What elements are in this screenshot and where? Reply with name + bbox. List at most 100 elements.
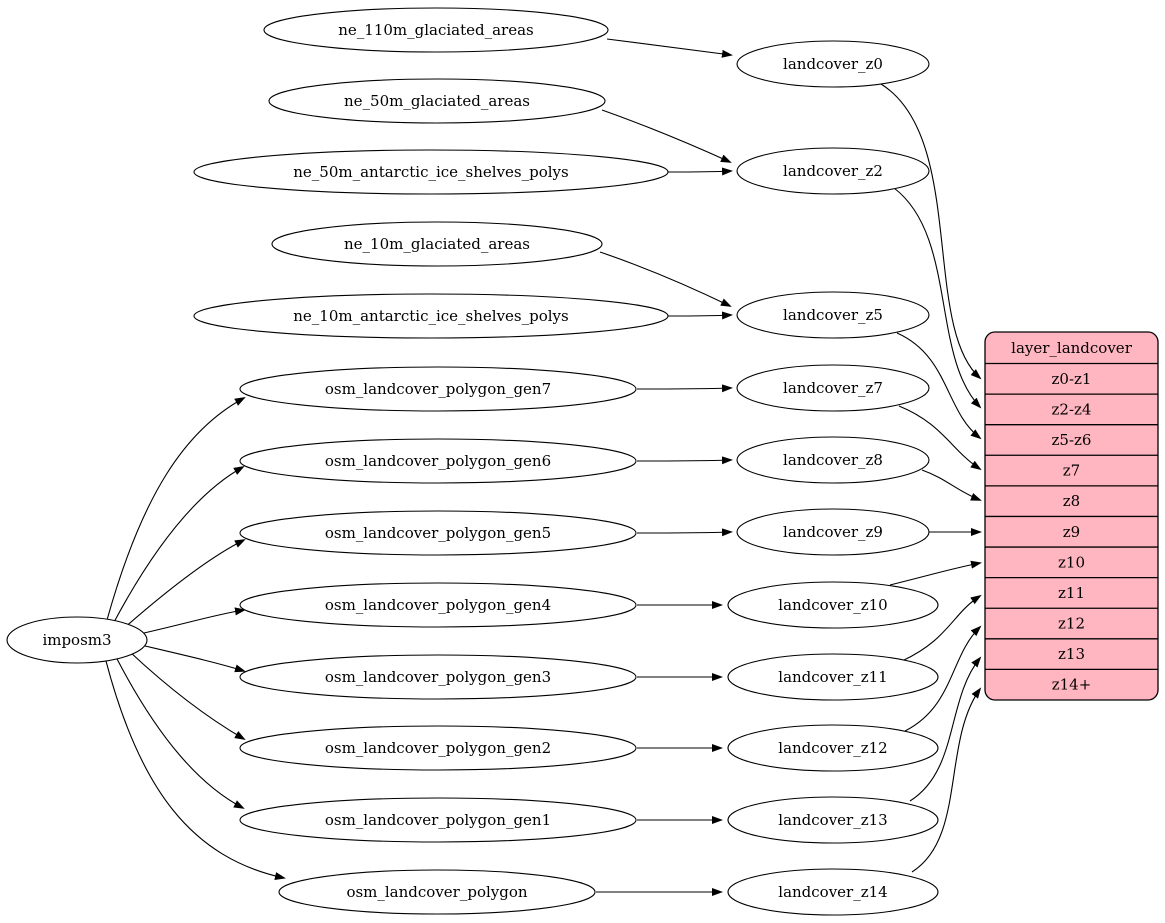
edge-landcover_z2-to-row-z2-z4 [893, 187, 982, 409]
table-row-z7: z7 [1063, 462, 1080, 480]
node-landcover_z7-label: landcover_z7 [783, 379, 883, 397]
node-landcover_z9-label: landcover_z9 [783, 523, 883, 541]
edge-landcover_z14-to-row-z14 [911, 687, 982, 873]
node-landcover_z5-ellipse [736, 291, 930, 339]
edge-landcover_z7-to-row-z7 [898, 405, 982, 471]
node-osm_landcover_polygon_gen5: osm_landcover_polygon_gen5 [239, 510, 637, 556]
node-landcover_z2-label: landcover_z2 [783, 162, 883, 180]
table-row-z5-z6: z5-z6 [1052, 431, 1092, 449]
edge-imposm3-to-osm_landcover_polygon_gen5 [122, 539, 246, 630]
table-title: layer_landcover [1011, 339, 1133, 357]
edge-osm_landcover_polygon_gen5-to-landcover_z9 [636, 528, 733, 537]
table-row-z12: z12 [1058, 615, 1085, 633]
edge-imposm3-to-osm_landcover_polygon_gen3 [144, 645, 246, 673]
edge-ne_110m_glaciated_areas-to-landcover_z0 [606, 38, 733, 58]
table-row-z10: z10 [1058, 553, 1085, 571]
nodes-layer: imposm3 ne_110m_glaciated_areas ne_50m_gla… [6, 7, 939, 916]
node-osm_landcover_polygon_gen1: osm_landcover_polygon_gen1 [239, 797, 637, 843]
edge-imposm3-to-osm_landcover_polygon_gen7 [106, 397, 246, 621]
edge-landcover_z5-to-row-z5-z6 [896, 332, 982, 440]
node-landcover_z9: landcover_z9 [736, 508, 930, 556]
table-row-z11: z11 [1058, 584, 1085, 602]
node-landcover_z10: landcover_z10 [727, 581, 939, 629]
node-ne_10m_glaciated_areas-ellipse [271, 221, 603, 267]
table-row-z9: z9 [1063, 523, 1080, 541]
node-osm_landcover_polygon_gen6-ellipse [239, 438, 637, 484]
node-ne_50m_antarctic_ice_shelves_polys-label: ne_50m_antarctic_ice_shelves_polys [293, 163, 568, 181]
node-ne_10m_antarctic_ice_shelves_polys: ne_10m_antarctic_ice_shelves_polys [193, 293, 669, 339]
node-landcover_z12-ellipse [727, 724, 939, 772]
node-ne_50m_glaciated_areas-ellipse [268, 78, 606, 124]
node-ne_50m_glaciated_areas: ne_50m_glaciated_areas [268, 78, 606, 124]
edge-imposm3-to-osm_landcover_polygon [105, 660, 286, 880]
node-landcover_z12-label: landcover_z12 [778, 739, 887, 757]
node-osm_landcover_polygon_gen7-label: osm_landcover_polygon_gen7 [325, 380, 551, 398]
table-row-z13: z13 [1058, 645, 1085, 663]
node-ne_10m_glaciated_areas-label: ne_10m_glaciated_areas [344, 235, 530, 253]
node-osm_landcover_polygon_gen1-label: osm_landcover_polygon_gen1 [325, 811, 551, 829]
edge-imposm3-to-osm_landcover_polygon_gen1 [115, 656, 245, 809]
edge-imposm3-to-osm_landcover_polygon_gen4 [143, 607, 246, 634]
node-landcover_z13-label: landcover_z13 [778, 811, 887, 829]
edge-ne_10m_glaciated_areas-to-landcover_z5 [599, 251, 732, 307]
edge-landcover_z10-to-row-z10 [889, 560, 982, 586]
edge-ne_50m_antarctic_ice_shelves_polys-to-landcover_z2 [667, 167, 733, 176]
node-osm_landcover_polygon_gen4: osm_landcover_polygon_gen4 [239, 582, 637, 628]
node-landcover_z10-label: landcover_z10 [778, 596, 887, 614]
node-ne_110m_glaciated_areas: ne_110m_glaciated_areas [263, 7, 609, 53]
node-landcover_z11: landcover_z11 [727, 653, 939, 701]
node-landcover_z0-ellipse [736, 40, 930, 88]
node-osm_landcover_polygon_gen4-label: osm_landcover_polygon_gen4 [325, 596, 551, 614]
node-landcover_z14: landcover_z14 [727, 868, 939, 916]
edge-landcover_z0-to-row-z0-z1 [880, 83, 982, 380]
edges-layer [105, 38, 982, 896]
node-osm_landcover_polygon_gen7-ellipse [239, 366, 637, 412]
node-landcover_z10-ellipse [727, 581, 939, 629]
node-ne_10m_antarctic_ice_shelves_polys-label: ne_10m_antarctic_ice_shelves_polys [293, 307, 568, 325]
node-osm_landcover_polygon_gen3: osm_landcover_polygon_gen3 [239, 654, 637, 700]
edge-imposm3-to-osm_landcover_polygon_gen6 [112, 466, 245, 625]
edge-landcover_z8-to-row-z8 [921, 469, 982, 501]
node-imposm3: imposm3 [6, 616, 148, 664]
node-landcover_z14-ellipse [727, 868, 939, 916]
node-landcover_z11-label: landcover_z11 [778, 668, 887, 686]
node-landcover_z13-ellipse [727, 796, 939, 844]
node-landcover_z5-label: landcover_z5 [783, 306, 883, 324]
edge-landcover_z12-to-row-z12 [904, 625, 982, 732]
node-ne_50m_antarctic_ice_shelves_polys: ne_50m_antarctic_ice_shelves_polys [193, 149, 669, 195]
node-osm_landcover_polygon_gen3-ellipse [239, 654, 637, 700]
node-osm_landcover_polygon_gen6-label: osm_landcover_polygon_gen6 [325, 452, 551, 470]
node-landcover_z14-label: landcover_z14 [778, 883, 887, 901]
node-landcover_z8: landcover_z8 [736, 436, 930, 484]
edge-ne_10m_antarctic_ice_shelves_polys-to-landcover_z5 [667, 311, 733, 320]
node-osm_landcover_polygon_gen5-label: osm_landcover_polygon_gen5 [325, 524, 551, 542]
node-osm_landcover_polygon_gen3-label: osm_landcover_polygon_gen3 [325, 668, 551, 686]
node-osm_landcover_polygon_gen5-ellipse [239, 510, 637, 556]
node-imposm3-ellipse [6, 616, 148, 664]
edge-osm_landcover_polygon_gen7-to-landcover_z7 [636, 384, 733, 393]
node-landcover_z0: landcover_z0 [736, 40, 930, 88]
node-landcover_z7-ellipse [736, 364, 930, 412]
node-ne_50m_antarctic_ice_shelves_polys-ellipse [193, 149, 669, 195]
table-row-z14+: z14+ [1052, 676, 1092, 694]
node-osm_landcover_polygon: osm_landcover_polygon [278, 869, 596, 915]
node-osm_landcover_polygon-label: osm_landcover_polygon [346, 883, 527, 901]
node-landcover_z7: landcover_z7 [736, 364, 930, 412]
node-ne_10m_glaciated_areas: ne_10m_glaciated_areas [271, 221, 603, 267]
edge-landcover_z11-to-row-z11 [901, 594, 982, 662]
node-osm_landcover_polygon_gen7: osm_landcover_polygon_gen7 [239, 366, 637, 412]
node-landcover_z8-ellipse [736, 436, 930, 484]
node-landcover_z0-label: landcover_z0 [783, 55, 883, 73]
node-osm_landcover_polygon-ellipse [278, 869, 596, 915]
node-ne_110m_glaciated_areas-ellipse [263, 7, 609, 53]
edge-landcover_z13-to-row-z13 [909, 656, 982, 802]
node-osm_landcover_polygon_gen2-label: osm_landcover_polygon_gen2 [325, 739, 551, 757]
node-landcover_z9-ellipse [736, 508, 930, 556]
table-row-z0-z1: z0-z1 [1052, 370, 1092, 388]
node-landcover_z13: landcover_z13 [727, 796, 939, 844]
edge-imposm3-to-osm_landcover_polygon_gen2 [129, 651, 246, 741]
node-ne_50m_glaciated_areas-label: ne_50m_glaciated_areas [344, 92, 530, 110]
edge-ne_50m_glaciated_areas-to-landcover_z2 [601, 109, 732, 163]
node-landcover_z12: landcover_z12 [727, 724, 939, 772]
